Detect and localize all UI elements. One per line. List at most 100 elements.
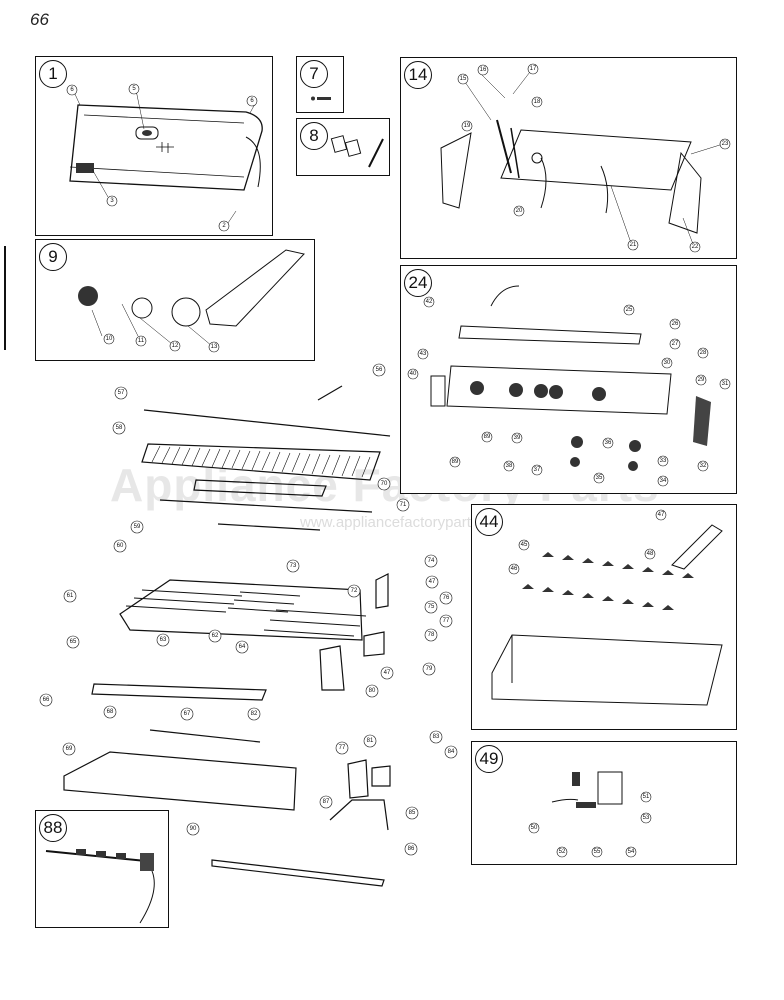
svg-text:69: 69: [66, 746, 73, 752]
callout-84: 84: [444, 745, 458, 759]
callout-59: 59: [130, 520, 144, 534]
callout-90: 90: [186, 822, 200, 836]
svg-text:11: 11: [138, 338, 145, 344]
callout-55: 55: [591, 846, 603, 858]
svg-text:57: 57: [118, 390, 125, 396]
svg-text:83: 83: [433, 734, 440, 740]
margin-rule: [4, 246, 6, 350]
svg-text:56: 56: [376, 367, 383, 373]
svg-text:47: 47: [384, 670, 391, 676]
callout-46: 46: [508, 563, 520, 575]
svg-text:58: 58: [116, 425, 123, 431]
svg-text:6: 6: [70, 87, 74, 93]
group-1-box: 1 6 5 6 3 2: [35, 56, 273, 236]
svg-text:15: 15: [460, 76, 467, 82]
callout-37: 37: [531, 464, 543, 476]
svg-text:19: 19: [464, 123, 471, 129]
motor-drawing: [45, 849, 155, 924]
callout-16: 16: [477, 64, 489, 76]
group-number: 24: [404, 269, 432, 297]
svg-text:89: 89: [484, 434, 491, 440]
callout-78: 78: [424, 628, 438, 642]
callout-76: 76: [439, 591, 453, 605]
svg-text:65: 65: [70, 639, 77, 645]
callout-75: 75: [424, 600, 438, 614]
callout-50: 50: [528, 822, 540, 834]
callout-89a: 89: [481, 431, 493, 443]
svg-text:32: 32: [700, 463, 707, 469]
callout-87: 87: [319, 795, 333, 809]
svg-text:59: 59: [134, 524, 141, 530]
callout-20: 20: [513, 205, 525, 217]
svg-text:62: 62: [212, 633, 219, 639]
group-number: 14: [404, 61, 432, 89]
callout-85: 85: [405, 806, 419, 820]
svg-text:55: 55: [594, 849, 601, 855]
svg-text:89: 89: [452, 459, 459, 465]
callout-13: 13: [208, 341, 220, 353]
rotisserie-drawing: 10 11 12 13: [78, 249, 305, 353]
svg-text:47: 47: [429, 579, 436, 585]
group-number: 44: [475, 508, 503, 536]
callout-29: 29: [695, 374, 707, 386]
svg-text:87: 87: [323, 799, 330, 805]
callout-39: 39: [511, 432, 523, 444]
callout-60: 60: [113, 539, 127, 553]
svg-text:31: 31: [722, 381, 729, 387]
page-number: 66: [30, 10, 49, 29]
callout-89b: 89: [449, 456, 461, 468]
group-number: 7: [300, 60, 328, 88]
svg-text:51: 51: [643, 794, 650, 800]
svg-text:64: 64: [239, 644, 246, 650]
svg-text:12: 12: [172, 343, 179, 349]
firebox-drawing: 47 45 48 46: [491, 509, 723, 706]
callout-54: 54: [625, 846, 637, 858]
svg-text:75: 75: [428, 604, 435, 610]
svg-text:73: 73: [290, 563, 297, 569]
callout-69: 69: [62, 742, 76, 756]
callout-32: 32: [697, 460, 709, 472]
callout-57: 57: [114, 386, 128, 400]
group-8-box: 8: [296, 118, 390, 176]
callout-77-a: 77: [439, 614, 453, 628]
svg-text:77: 77: [443, 618, 450, 624]
svg-text:66: 66: [43, 697, 50, 703]
callout-10: 10: [103, 333, 115, 345]
svg-text:74: 74: [428, 558, 435, 564]
svg-text:33: 33: [660, 458, 667, 464]
callout-6a: 6: [66, 84, 78, 96]
svg-text:22: 22: [692, 244, 699, 250]
svg-text:45: 45: [521, 542, 528, 548]
callout-73: 73: [286, 559, 300, 573]
svg-text:26: 26: [672, 321, 679, 327]
svg-text:53: 53: [643, 815, 650, 821]
svg-text:28: 28: [700, 350, 707, 356]
callout-68: 68: [103, 705, 117, 719]
svg-text:67: 67: [184, 711, 191, 717]
hood-drawing: 6 5 6 3 2: [66, 83, 263, 232]
group-number: 49: [475, 745, 503, 773]
svg-text:5: 5: [132, 86, 136, 92]
callout-48: 48: [644, 548, 656, 560]
callout-11: 11: [135, 335, 147, 347]
callout-6b: 6: [246, 95, 258, 107]
svg-text:79: 79: [426, 666, 433, 672]
callout-56: 56: [372, 363, 386, 377]
side-panel-drawing: 16 17 15 18 19 20 23 21 22: [440, 63, 731, 253]
callout-65: 65: [66, 635, 80, 649]
svg-text:38: 38: [506, 463, 513, 469]
svg-text:60: 60: [117, 543, 124, 549]
group-number: 9: [39, 243, 67, 271]
svg-text:25: 25: [626, 307, 633, 313]
callout-53: 53: [640, 812, 652, 824]
callout-35: 35: [593, 472, 605, 484]
callout-15: 15: [457, 73, 469, 85]
svg-text:16: 16: [480, 67, 487, 73]
callout-64: 64: [235, 640, 249, 654]
callout-82: 82: [247, 707, 261, 721]
screw-drawing: [311, 96, 331, 101]
callout-61: 61: [63, 589, 77, 603]
callout-47-main-a: 47: [425, 575, 439, 589]
callout-36: 36: [602, 437, 614, 449]
callout-81: 81: [363, 734, 377, 748]
